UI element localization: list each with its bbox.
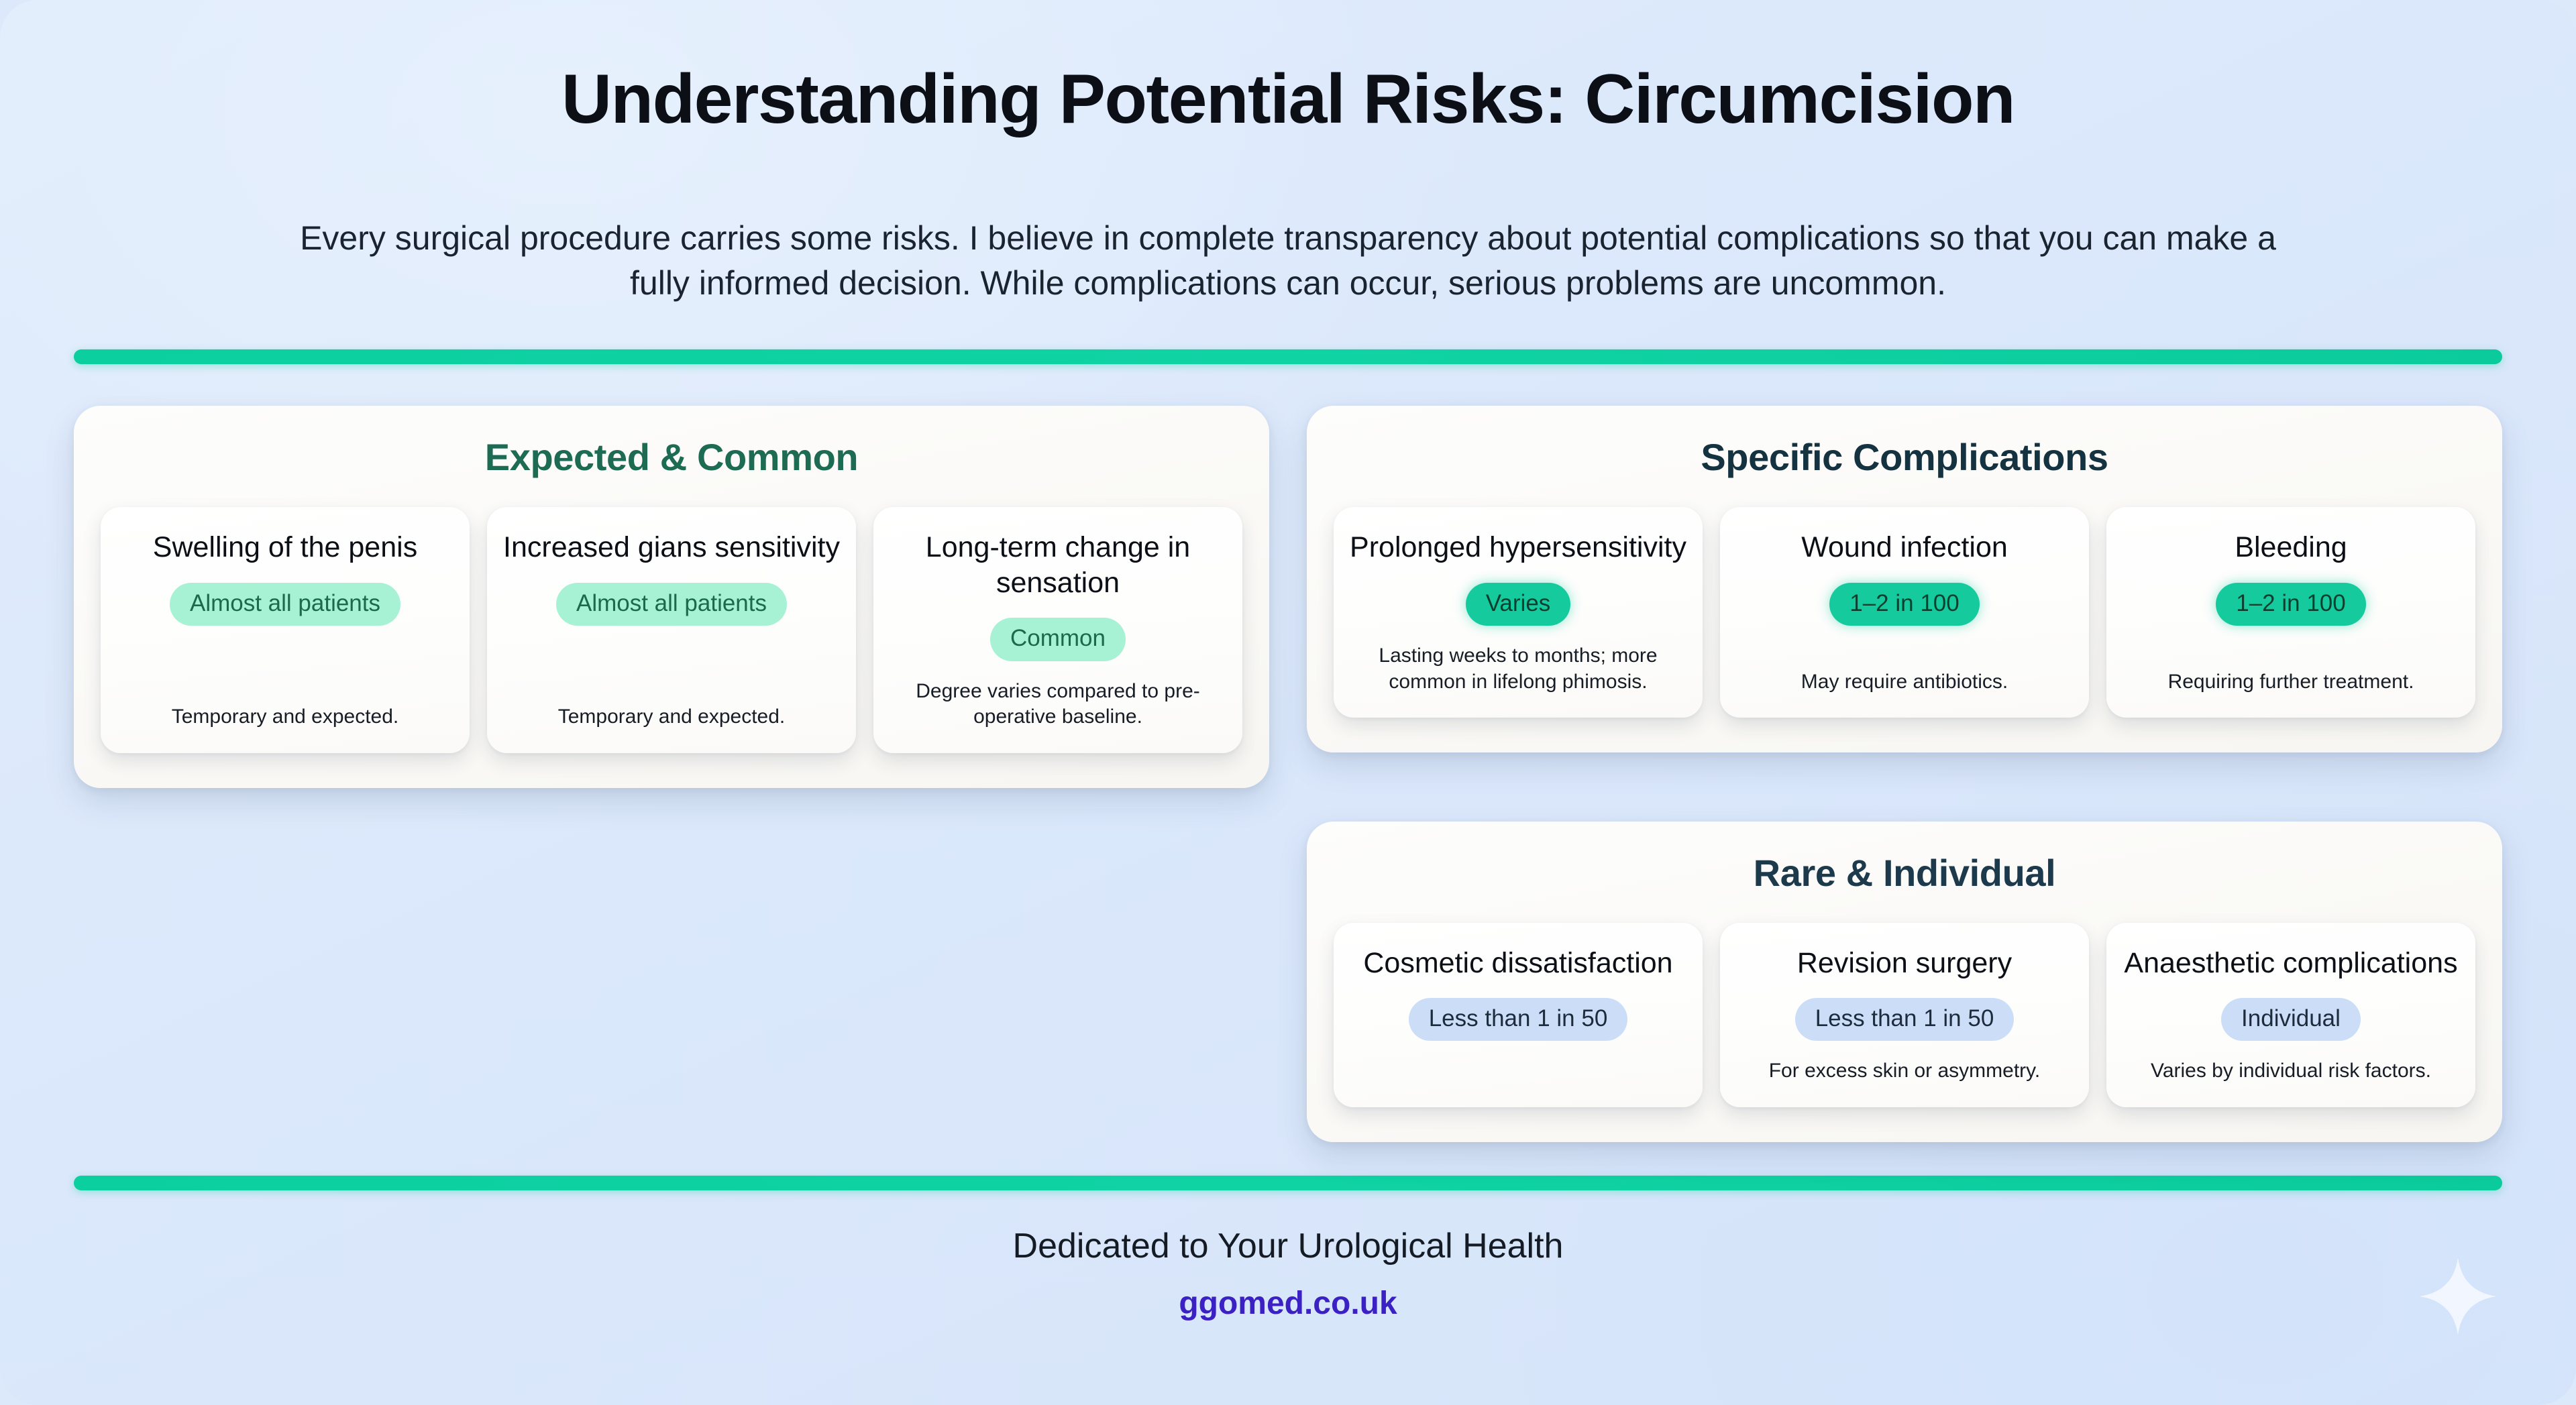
risk-board: Expected & Common Swelling of the penis … <box>74 406 2502 1142</box>
footer-tagline: Dedicated to Your Urological Health <box>1012 1226 1564 1266</box>
divider-top <box>74 349 2502 365</box>
risk-badge: Almost all patients <box>169 582 401 626</box>
panel-rare-individual: Rare & Individual Cosmetic dissatisfacti… <box>1307 821 2502 1142</box>
panel-title-rare-individual: Rare & Individual <box>1753 851 2056 894</box>
risk-card[interactable]: Increased gians sensitivity Almost all p… <box>487 507 856 753</box>
divider-bottom <box>74 1175 2502 1190</box>
risk-card[interactable]: Bleeding 1–2 in 100 Requiring further tr… <box>2106 507 2475 718</box>
risk-badge: 1–2 in 100 <box>1829 582 1980 626</box>
intro-paragraph: Every surgical procedure carries some ri… <box>300 219 2276 302</box>
risk-card-title: Anaesthetic complications <box>2124 946 2458 979</box>
risk-card[interactable]: Cosmetic dissatisfaction Less than 1 in … <box>1334 922 1703 1107</box>
risk-card-title: Wound infection <box>1801 531 2008 564</box>
risk-card-title: Long-term change in sensation <box>925 531 1191 599</box>
risk-card[interactable]: Revision surgery Less than 1 in 50 For e… <box>1720 922 2089 1107</box>
risk-card[interactable]: Swelling of the penis Almost all patient… <box>101 507 470 753</box>
risk-card[interactable]: Wound infection 1–2 in 100 May require a… <box>1720 507 2089 718</box>
risk-badge: Less than 1 in 50 <box>1408 997 1628 1042</box>
risk-card-title: Swelling of the penis <box>152 531 418 564</box>
risk-card-note: May require antibiotics. <box>1801 670 2008 693</box>
risk-card[interactable]: Anaesthetic complications Individual Var… <box>2106 922 2475 1107</box>
risk-badge: Common <box>990 618 1126 661</box>
page-title: Understanding Potential Risks: Circumcis… <box>561 60 2016 138</box>
panel-specific-complications: Specific Complications Prolonged hyperse… <box>1307 406 2502 753</box>
risk-card-note: Requiring further treatment. <box>2167 670 2414 693</box>
risk-card-note: Varies by individual risk factors. <box>2151 1060 2431 1082</box>
risk-card-note: Degree varies compared to pre-operative … <box>916 679 1200 728</box>
card-grid-expected-common: Swelling of the penis Almost all patient… <box>101 507 1242 753</box>
risk-badge: Less than 1 in 50 <box>1794 997 2015 1042</box>
panel-title-specific-complications: Specific Complications <box>1701 436 2108 479</box>
card-grid-rare-individual: Cosmetic dissatisfaction Less than 1 in … <box>1334 922 2475 1107</box>
risk-card-title: Cosmetic dissatisfaction <box>1363 946 1673 979</box>
risk-card-note: Lasting weeks to months; more common in … <box>1379 644 1658 693</box>
risk-badge: Individual <box>2221 997 2361 1042</box>
footer-url[interactable]: ggomed.co.uk <box>1179 1286 1397 1322</box>
risk-card-title: Prolonged hypersensitivity <box>1350 531 1686 564</box>
risk-card-note: Temporary and expected. <box>557 706 786 728</box>
panel-title-expected-common: Expected & Common <box>484 436 859 479</box>
risk-card-note: For excess skin or asymmetry. <box>1768 1060 2041 1082</box>
risk-badge: Varies <box>1465 582 1571 626</box>
risk-badge: 1–2 in 100 <box>2216 582 2366 626</box>
risk-card-note: Temporary and expected. <box>171 706 399 728</box>
panel-expected-common: Expected & Common Swelling of the penis … <box>74 406 1269 788</box>
card-grid-specific-complications: Prolonged hypersensitivity Varies Lastin… <box>1334 507 2475 718</box>
risk-card[interactable]: Prolonged hypersensitivity Varies Lastin… <box>1334 507 1703 718</box>
footer: Dedicated to Your Urological Health ggom… <box>0 1225 2576 1323</box>
risk-badge: Almost all patients <box>555 582 788 626</box>
risk-card-title: Bleeding <box>2235 531 2347 564</box>
risk-card-title: Increased gians sensitivity <box>503 531 840 564</box>
risk-card-title: Revision surgery <box>1796 946 2012 979</box>
risk-card[interactable]: Long-term change in sensation Common Deg… <box>873 507 1242 753</box>
